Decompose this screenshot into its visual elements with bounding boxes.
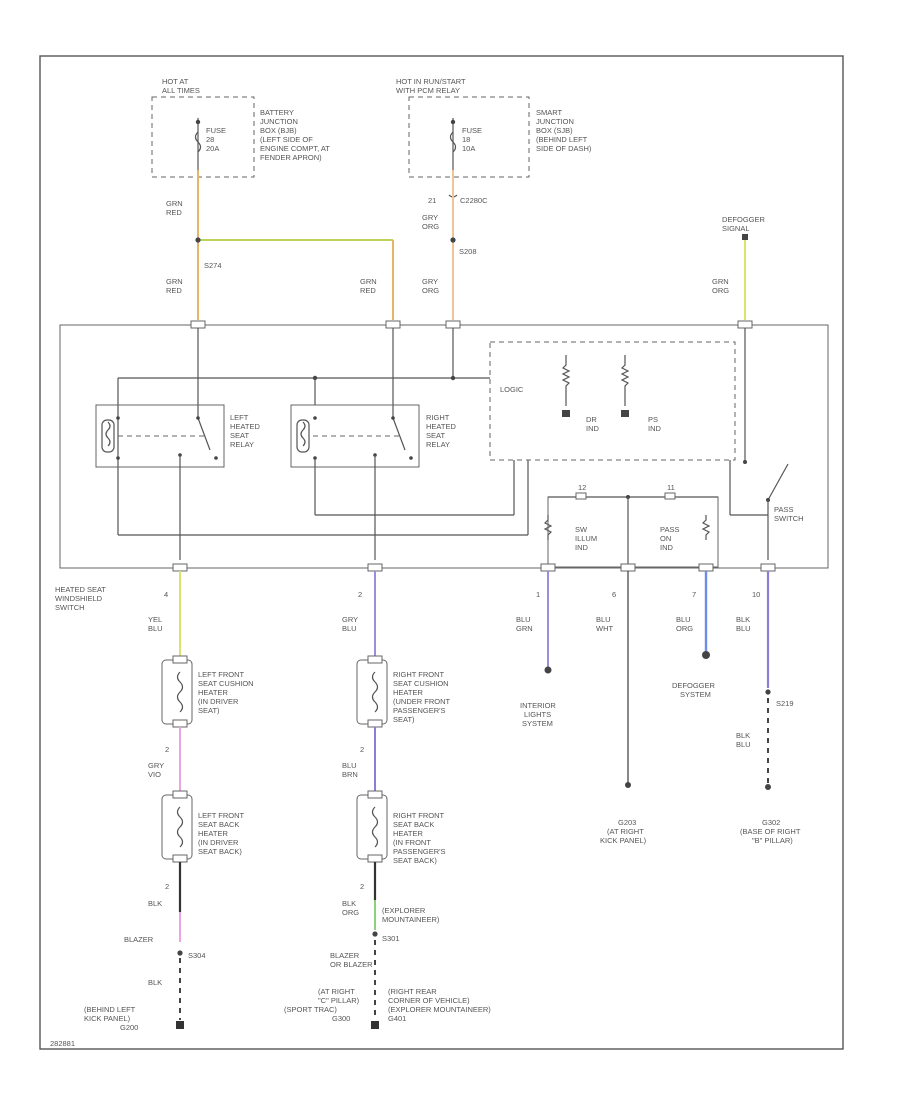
ps-ind-resistor: [620, 355, 630, 406]
pin-11-label: 11: [667, 483, 675, 492]
figure-id: 282881: [50, 1039, 75, 1048]
pass-on-resistor: [701, 515, 711, 540]
g302-label: G302(BASE OF RIGHT"B" PILLAR): [740, 818, 801, 845]
splice-s274: [195, 237, 201, 243]
battery-junction-box: [151, 96, 255, 178]
s301-label: S301: [382, 934, 400, 943]
splice-s301: [372, 931, 378, 937]
pin-6-label: 6: [612, 590, 616, 599]
module-bottom-connectors: [172, 563, 776, 572]
defogger-signal-terminal: [742, 234, 748, 240]
pin-4-label: 4: [164, 590, 168, 599]
c2280c-pin: 21: [428, 196, 436, 205]
logic-label: LOGIC: [500, 385, 524, 394]
ground-g300: [371, 1021, 379, 1029]
left-heated-seat-relay: [95, 404, 225, 468]
s219-label: S219: [776, 699, 794, 708]
fuse-28-symbol: [194, 131, 202, 153]
splice-s304: [177, 950, 183, 956]
smart-junction-box: [408, 96, 530, 178]
ground-g200: [176, 1021, 184, 1029]
lf-cushion-pin-2: 2: [165, 745, 169, 754]
pin-1-label: 1: [536, 590, 540, 599]
pin-7-label: 7: [692, 590, 696, 599]
dr-ind-resistor: [561, 355, 571, 406]
lf-back-pin-2: 2: [165, 882, 169, 891]
fuse-18-symbol: [449, 131, 457, 153]
splice-s208: [450, 237, 456, 243]
pin-2-label: 2: [358, 590, 362, 599]
right-front-seat-cushion-heater: [356, 659, 388, 725]
heated-seat-switch-module: [59, 324, 829, 569]
indicator-box: [547, 496, 719, 568]
right-front-seat-back-heater: [356, 794, 388, 860]
pin-10-label: 10: [752, 590, 760, 599]
left-front-seat-back-heater: [161, 794, 193, 860]
wire-label-blk-1: BLK: [148, 899, 162, 908]
wire-label-blk-2: BLK: [148, 978, 162, 987]
s208-label: S208: [459, 247, 477, 256]
rf-back-pin-2: 2: [360, 882, 364, 891]
s274-label: S274: [204, 261, 222, 270]
logic-block: [489, 341, 736, 461]
right-heated-seat-relay: [290, 404, 420, 468]
rf-cushion-pin-2: 2: [360, 745, 364, 754]
g300-label: (AT RIGHT"C" PILLAR)(SPORT TRAC)G300: [284, 987, 360, 1023]
s304-label: S304: [188, 951, 206, 960]
pin-12-label: 12: [578, 483, 586, 492]
left-front-seat-cushion-heater: [161, 659, 193, 725]
blazer-label: BLAZER: [124, 935, 154, 944]
splice-s219: [765, 689, 771, 695]
sw-illum-resistor: [543, 515, 553, 540]
pass-switch-contact: [767, 463, 789, 501]
c2280c-label: C2280C: [460, 196, 488, 205]
outer-frame: [39, 55, 844, 1050]
